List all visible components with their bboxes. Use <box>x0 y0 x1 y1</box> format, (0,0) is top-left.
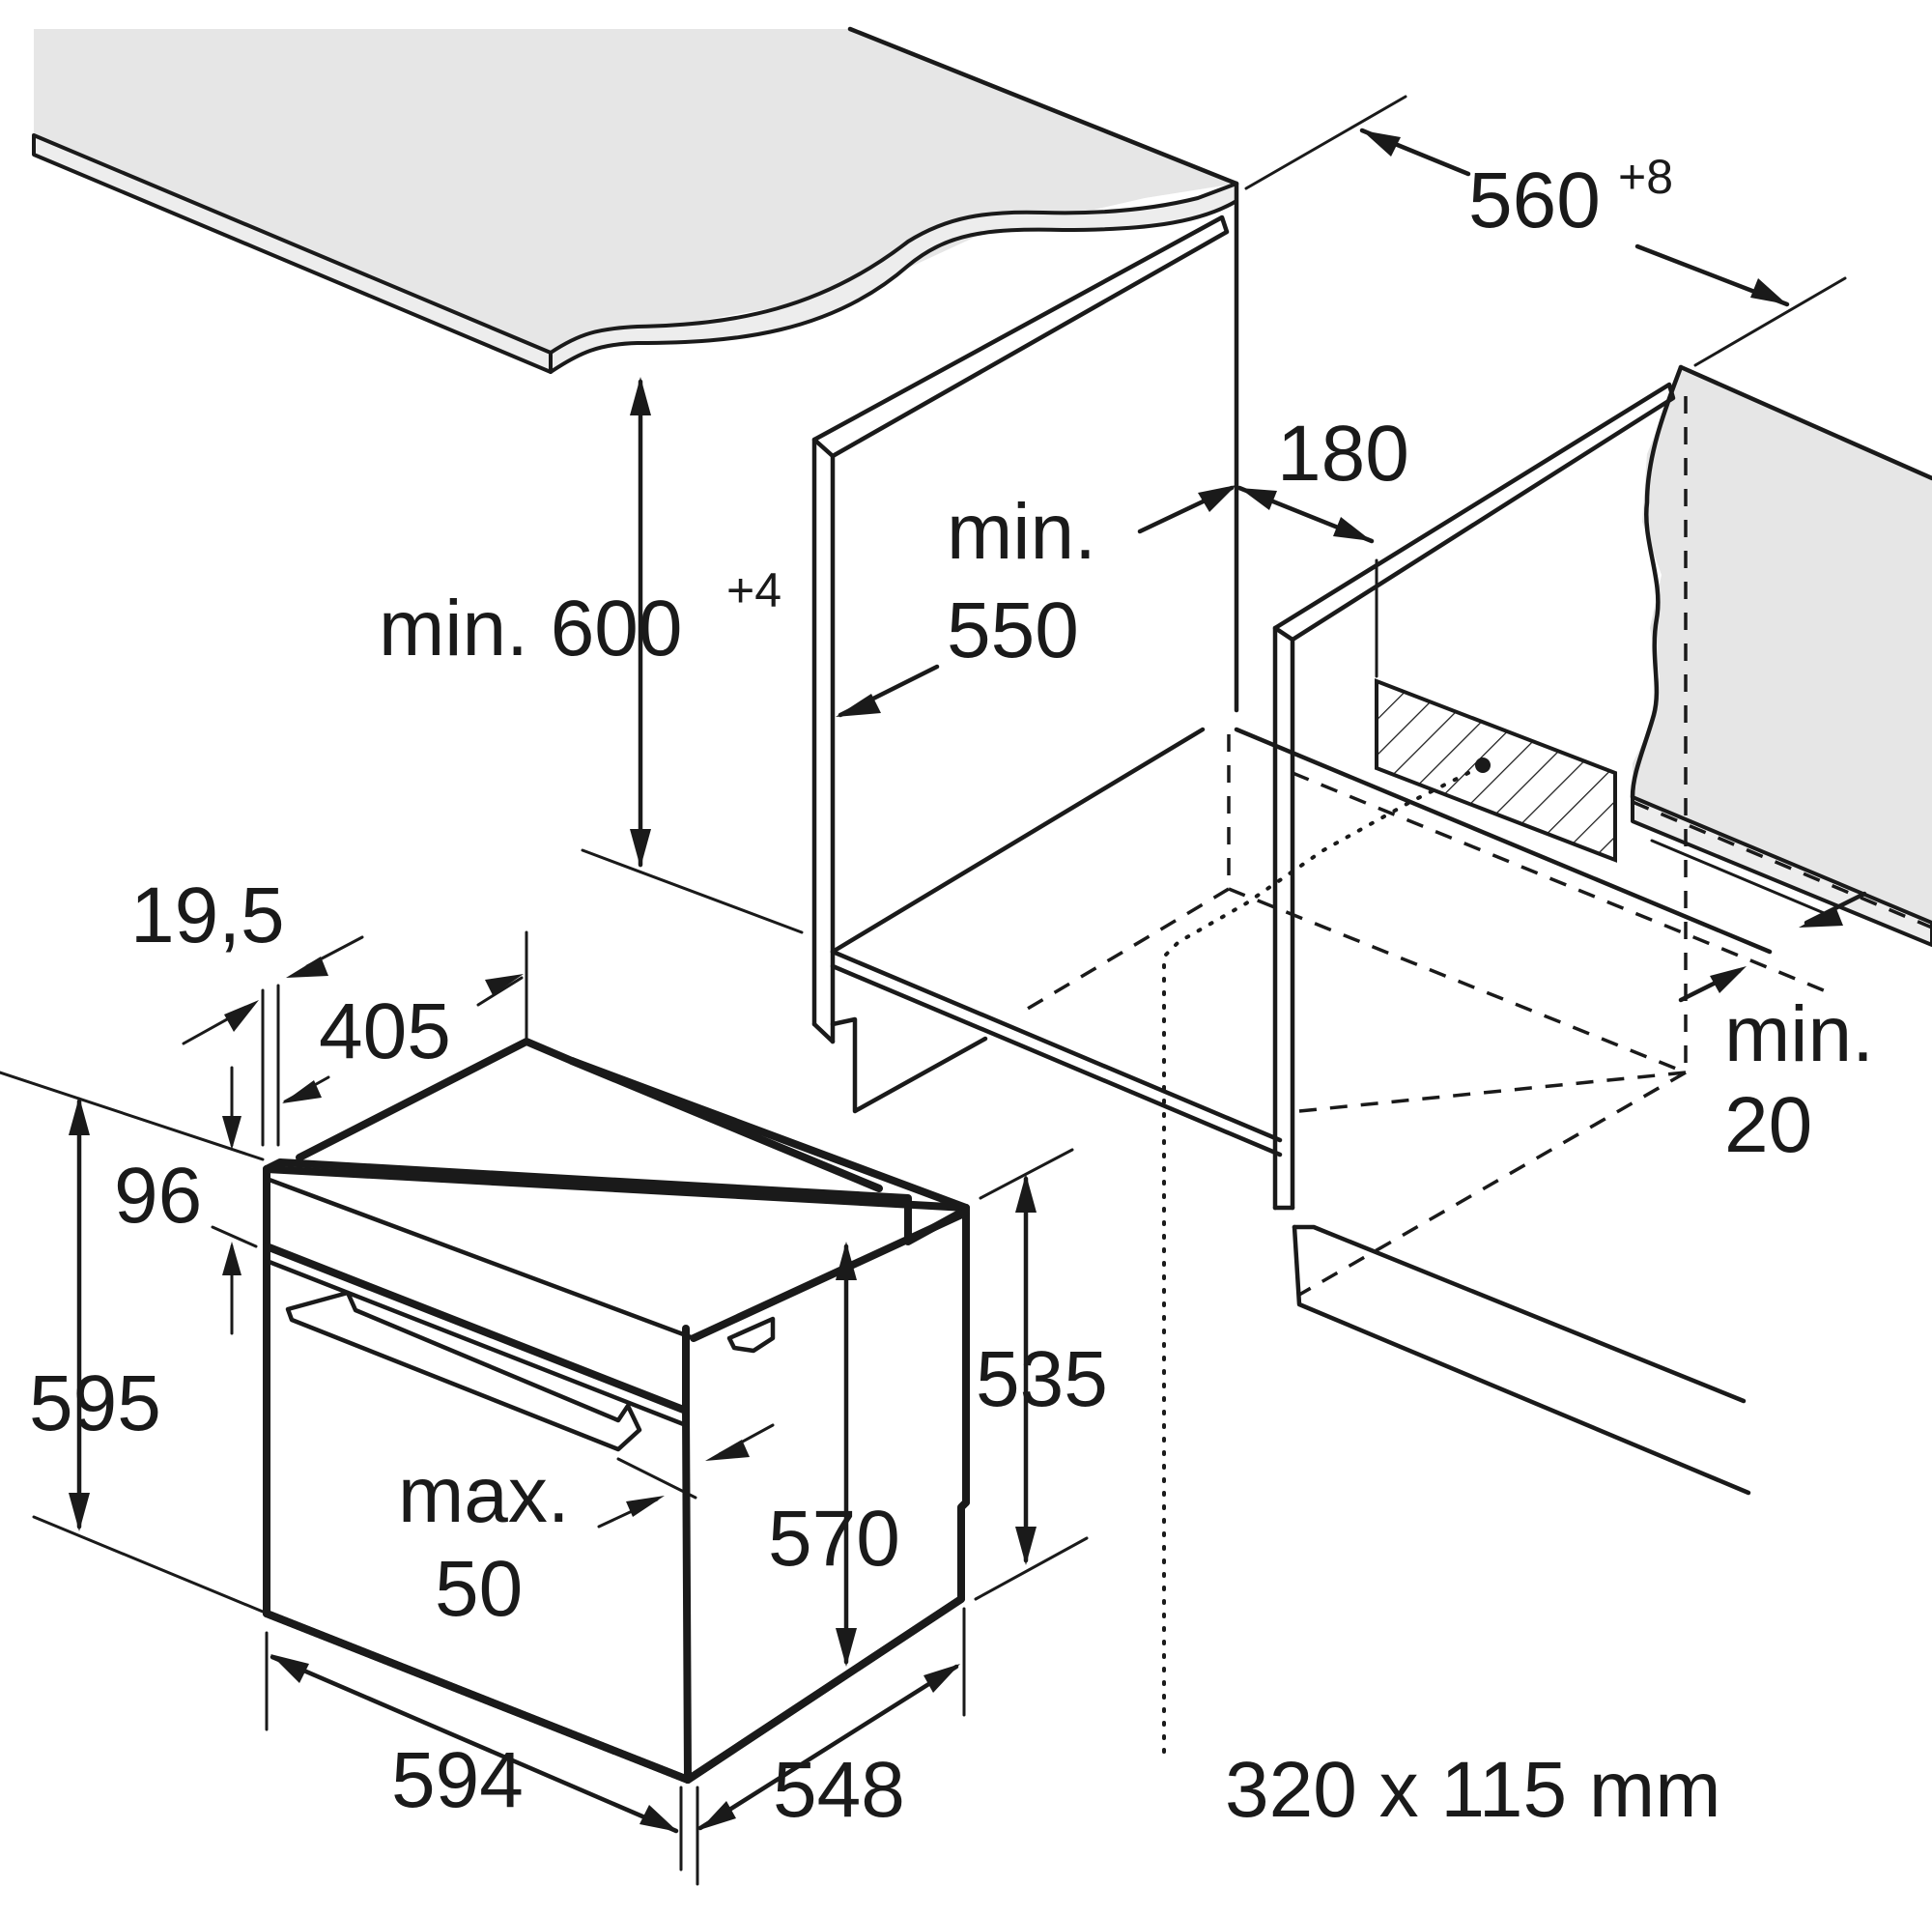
dimension-labels: min. 600 +4 560 +8 min. 550 180 min. 20 … <box>29 150 1874 1834</box>
label-rear-gap-value: 20 <box>1724 1081 1812 1169</box>
oven <box>263 1038 970 1784</box>
label-niche-height-tolerance: +4 <box>726 563 781 617</box>
label-rear-gap-min: min. <box>1724 990 1874 1078</box>
label-oven-height: 595 <box>29 1359 161 1447</box>
label-niche-width: 560 <box>1468 157 1601 244</box>
label-oven-depth: 548 <box>773 1746 905 1834</box>
label-oven-width: 594 <box>391 1736 524 1824</box>
label-front-panel-thickness: 19,5 <box>130 872 285 959</box>
vent-opening <box>1162 558 1617 1760</box>
label-body-height-rear: 535 <box>976 1335 1108 1423</box>
dimension-lines <box>0 95 1867 1886</box>
label-vent-size: 320 x 115 mm <box>1225 1746 1721 1834</box>
label-handle-value: 50 <box>435 1545 523 1633</box>
label-handle-max: max. <box>398 1451 570 1539</box>
label-top-depth: 405 <box>319 987 451 1075</box>
label-niche-width-tolerance: +8 <box>1618 150 1673 204</box>
worktop <box>32 26 1239 713</box>
right-wall <box>1630 364 1932 947</box>
label-vent-offset: 180 <box>1277 410 1409 498</box>
niche-cabinet <box>811 214 1932 1496</box>
label-depth-min: min. <box>947 488 1096 576</box>
label-depth-value: 550 <box>947 586 1079 674</box>
label-control-panel-height: 96 <box>114 1152 202 1240</box>
label-body-height-front: 570 <box>768 1495 900 1583</box>
label-niche-height: min. 600 <box>379 585 683 672</box>
